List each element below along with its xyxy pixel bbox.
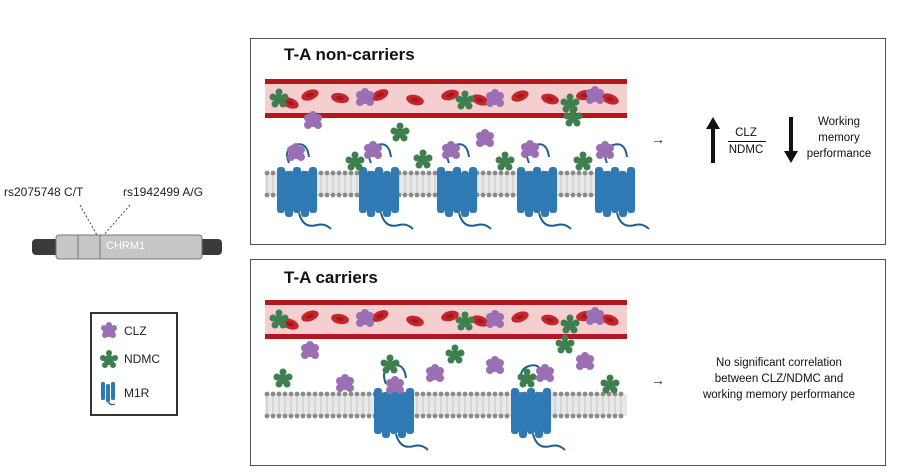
clz-molecule (304, 111, 322, 129)
clz-molecule (536, 364, 554, 382)
clz-molecule (287, 143, 305, 161)
red-blood-cell (511, 311, 529, 323)
clz-molecule (301, 341, 319, 359)
vessel-wall-bottom (265, 334, 627, 339)
legend-label-clz: CLZ (124, 324, 147, 338)
red-blood-cell (601, 93, 619, 105)
ndmc-molecule (413, 149, 433, 169)
clz-molecule (486, 89, 504, 107)
red-blood-cell (331, 313, 349, 325)
red-blood-cell (301, 310, 319, 322)
ndmc-molecule (563, 107, 583, 127)
ndmc-molecule (455, 311, 475, 331)
snp-left-label: rs2075748 C/T (4, 185, 84, 199)
ratio-divider (728, 141, 766, 142)
up-arrow-icon (706, 117, 720, 163)
m1r-receptor (277, 143, 332, 230)
legend-label-ndmc: NDMC (124, 352, 160, 366)
clz-molecule (486, 310, 504, 328)
ndmc-molecule (517, 368, 537, 388)
down-arrow-icon (784, 117, 798, 163)
red-blood-cell (331, 92, 349, 104)
clz-molecule (521, 140, 539, 158)
clz-molecule (442, 141, 460, 159)
panel-non-carriers: T-A non-carriers → CLZ NDMC Working memo… (250, 38, 886, 245)
panel-title-carriers: T-A carriers (284, 268, 378, 287)
panel-carriers: T-A carriers → No significant correlatio… (250, 259, 886, 466)
snp-right-label: rs1942499 A/G (123, 185, 204, 199)
m1r-receptor (517, 143, 572, 230)
outcome-line1: Working (818, 116, 860, 128)
ndmc-molecule (345, 151, 365, 171)
outcome-line3: performance (806, 148, 872, 160)
red-blood-cell (406, 315, 424, 327)
m1r-receptor (437, 143, 492, 230)
red-blood-cell (371, 89, 389, 101)
ndmc-molecule (555, 334, 575, 354)
red-blood-cell (541, 314, 559, 326)
ndmc-molecule (560, 93, 580, 113)
ndmc-molecule (269, 309, 289, 329)
clz-molecule (476, 129, 494, 147)
legend-box: CLZ NDMC M1R (90, 312, 178, 416)
red-blood-cell (301, 89, 319, 101)
green-molecule-icon (100, 350, 118, 368)
right-arrow-icon: → (651, 131, 665, 147)
legend-item-m1r: M1R (100, 380, 149, 406)
ndmc-molecule (445, 344, 465, 364)
panel-title-non-carriers: T-A non-carriers (284, 45, 415, 64)
red-blood-cell (371, 310, 389, 322)
ndmc-molecule (273, 368, 293, 388)
clz-molecule (336, 374, 354, 392)
red-blood-cell (406, 94, 424, 106)
clz-molecule (356, 309, 374, 327)
clz-molecule (364, 141, 382, 159)
clz-molecule (386, 376, 404, 394)
cell-scene-non-carriers (264, 79, 650, 230)
ndmc-molecule (495, 151, 515, 171)
red-blood-cell (511, 90, 529, 102)
clz-molecule (586, 86, 604, 104)
gene-name: CHRM1 (106, 240, 146, 252)
vessel-wall-top (265, 300, 627, 305)
ratio-numerator: CLZ (735, 127, 757, 139)
clz-molecule (586, 307, 604, 325)
result-line2: between CLZ/NDMC and (714, 373, 844, 385)
result-line1: No significant correlation (716, 357, 842, 369)
red-blood-cell (441, 89, 459, 101)
clz-molecule (486, 356, 504, 374)
m1r-receptor (511, 364, 566, 451)
ndmc-molecule (455, 90, 475, 110)
clz-molecule (596, 141, 614, 159)
m1r-receptor (595, 143, 650, 230)
clz-molecule (426, 364, 444, 382)
red-blood-cell (601, 314, 619, 326)
outcome-line2: memory (818, 132, 860, 144)
ndmc-molecule (573, 151, 593, 171)
right-arrow-icon-2: → (651, 372, 665, 388)
red-blood-cell (471, 94, 489, 106)
ndmc-molecule (269, 88, 289, 108)
purple-molecule-icon (101, 322, 117, 338)
ndmc-molecule (560, 314, 580, 334)
clz-molecule (356, 88, 374, 106)
cell-scene-carriers (264, 300, 627, 451)
ndmc-molecule (380, 354, 400, 374)
gene-diagram (32, 204, 222, 260)
vessel-wall-bottom (265, 113, 627, 118)
legend-label-m1r: M1R (124, 386, 150, 400)
red-blood-cell (441, 310, 459, 322)
ndmc-molecule (600, 374, 620, 394)
clz-molecule (576, 352, 594, 370)
legend-item-clz: CLZ (100, 322, 147, 340)
receptor-icon (101, 382, 116, 406)
ratio-denominator: NDMC (728, 144, 764, 156)
m1r-receptor (374, 364, 429, 451)
result-line3: working memory performance (702, 389, 856, 401)
legend-item-ndmc: NDMC (100, 350, 160, 368)
red-blood-cell (541, 93, 559, 105)
red-blood-cell (471, 315, 489, 327)
ndmc-molecule (390, 122, 410, 142)
vessel-wall-top (265, 79, 627, 84)
